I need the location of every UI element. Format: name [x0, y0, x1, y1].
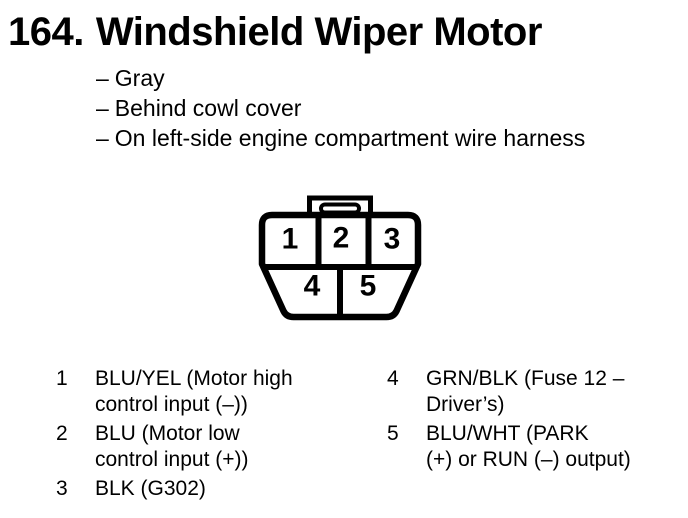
- dash-marker: –: [96, 95, 109, 121]
- pin-number-1: 1: [282, 223, 299, 256]
- section-number: 164.: [8, 10, 84, 54]
- note-item-color: – Gray: [96, 63, 585, 93]
- legend-line: (+) or RUN (–) output): [426, 448, 631, 471]
- section-heading: 164. Windshield Wiper Motor: [8, 12, 542, 52]
- legend-item-pin-3: 3 BLK (G302): [56, 476, 293, 502]
- legend-pin-number: 2: [56, 422, 68, 445]
- dash-marker: –: [96, 65, 109, 91]
- legend-pin-number: 5: [387, 422, 399, 445]
- legend-pin-description: BLK (G302): [95, 476, 206, 502]
- pin-number-2: 2: [333, 222, 350, 255]
- legend-line: control input (–)): [95, 393, 248, 416]
- connector-latch-slot-icon: [319, 202, 361, 215]
- legend-pin-description: BLU/WHT (PARK (+) or RUN (–) output): [426, 421, 631, 473]
- legend-line: Driver’s): [426, 393, 505, 416]
- legend-item-pin-1: 1 BLU/YEL (Motor high control input (–)): [56, 366, 293, 418]
- legend-pin-number: 3: [56, 477, 68, 500]
- note-text: Gray: [114, 65, 165, 91]
- pin-number-4: 4: [304, 270, 321, 303]
- legend-line: control input (+)): [95, 448, 249, 471]
- legend-item-pin-2: 2 BLU (Motor low control input (+)): [56, 421, 293, 473]
- legend-pin-description: BLU (Motor low control input (+)): [95, 421, 248, 473]
- note-text: Behind cowl cover: [114, 95, 302, 121]
- legend-pin-number: 1: [56, 367, 68, 390]
- legend-line: GRN/BLK (Fuse 12 –: [426, 367, 625, 390]
- pin-legend-left: 1 BLU/YEL (Motor high control input (–))…: [56, 366, 293, 505]
- dash-marker: –: [96, 125, 109, 151]
- note-text: On left-side engine compartment wire har…: [114, 125, 586, 151]
- pin-number-3: 3: [384, 223, 401, 256]
- legend-pin-description: BLU/YEL (Motor high control input (–)): [95, 366, 293, 418]
- note-item-position: – Behind cowl cover: [96, 93, 585, 123]
- location-notes: – Gray – Behind cowl cover – On left-sid…: [96, 63, 585, 153]
- legend-line: BLK (G302): [95, 477, 206, 500]
- legend-item-pin-4: 4 GRN/BLK (Fuse 12 – Driver’s): [387, 366, 631, 418]
- legend-pin-description: GRN/BLK (Fuse 12 – Driver’s): [426, 366, 624, 418]
- connector-diagram: 1 2 3 4 5: [258, 195, 422, 321]
- note-item-harness: – On left-side engine compartment wire h…: [96, 123, 585, 153]
- pin-legend-right: 4 GRN/BLK (Fuse 12 – Driver’s) 5 BLU/WHT…: [387, 366, 631, 476]
- legend-line: BLU/WHT (PARK: [426, 422, 589, 445]
- pin-number-5: 5: [360, 270, 377, 303]
- legend-item-pin-5: 5 BLU/WHT (PARK (+) or RUN (–) output): [387, 421, 631, 473]
- legend-pin-number: 4: [387, 367, 399, 390]
- legend-line: BLU (Motor low: [95, 422, 240, 445]
- page-title: Windshield Wiper Motor: [95, 10, 543, 54]
- legend-line: BLU/YEL (Motor high: [95, 367, 293, 390]
